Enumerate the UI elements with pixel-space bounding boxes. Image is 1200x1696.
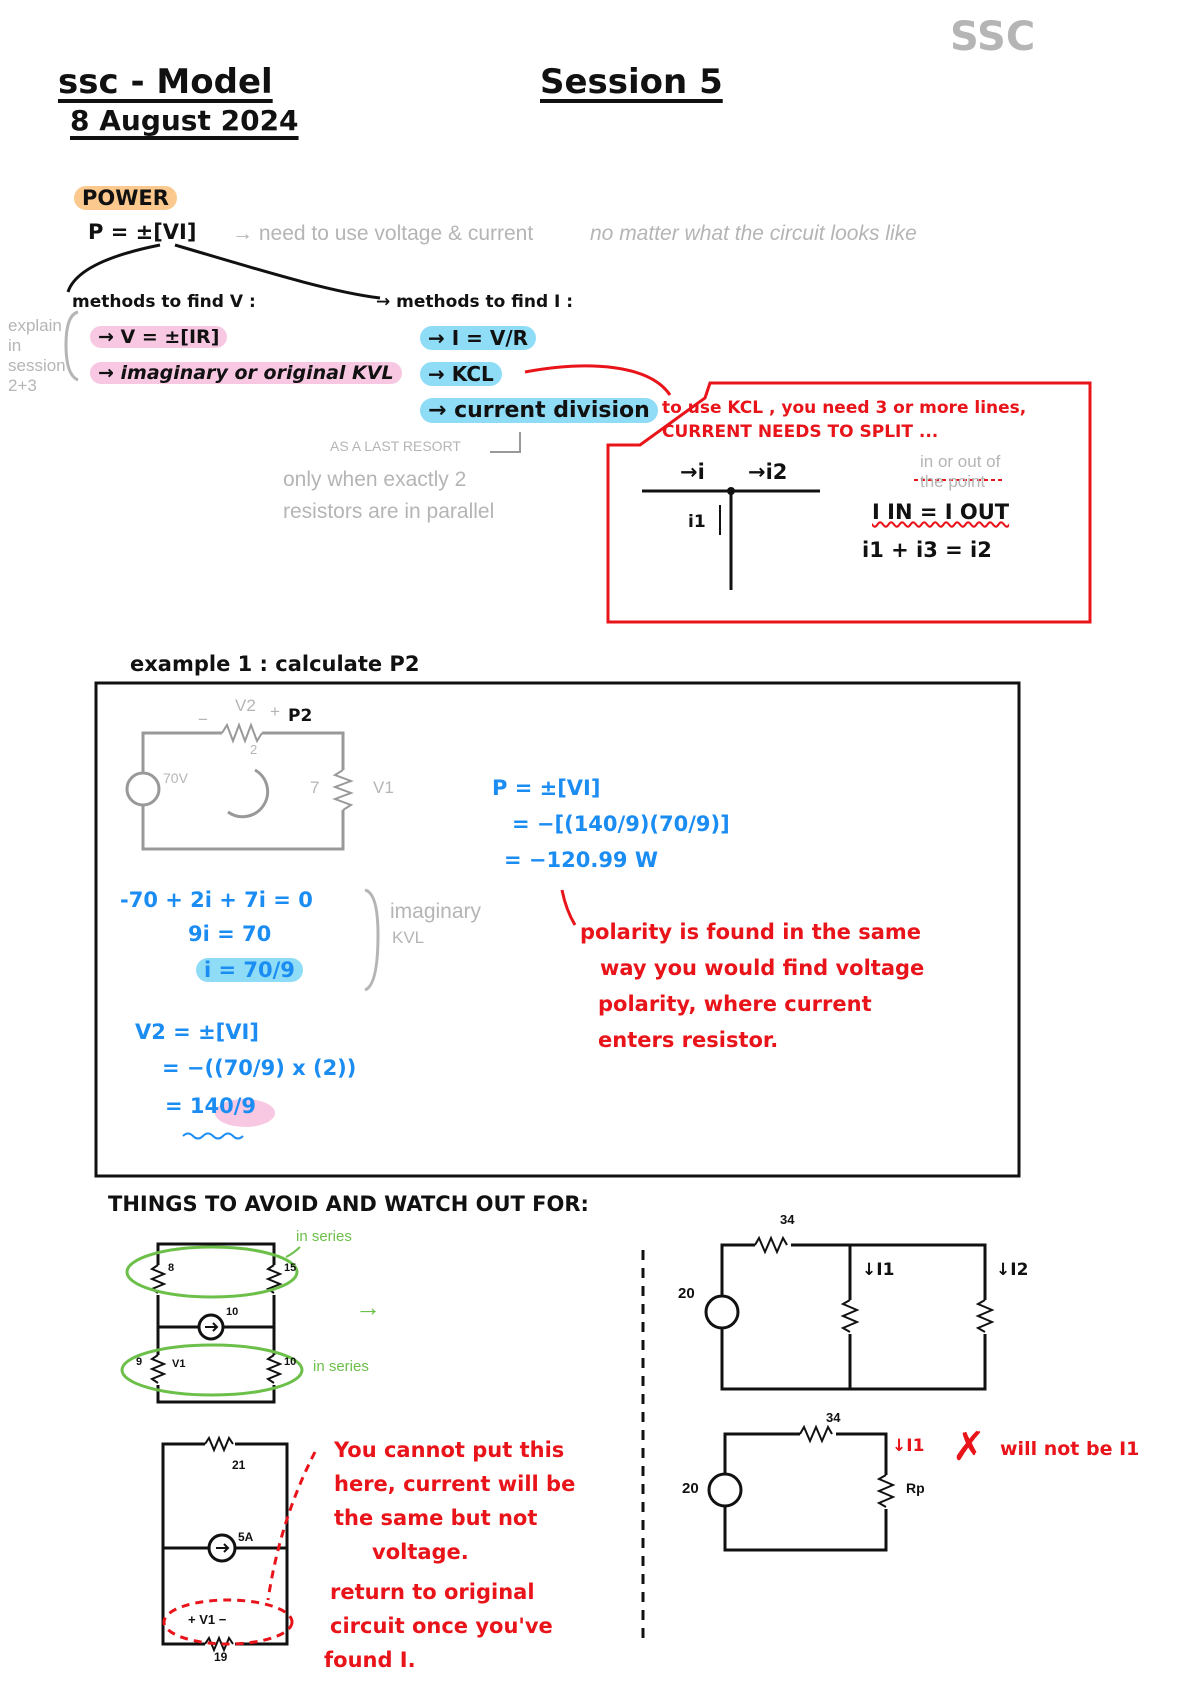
in-series-2: in series: [313, 1358, 369, 1375]
current-division-note-2: resistors are in parallel: [283, 500, 495, 523]
warning-2: here, current will be: [334, 1472, 576, 1496]
corner-label: SSC: [950, 14, 1036, 60]
kcl-label-i: →i: [680, 460, 705, 484]
current-division-note-1: only when exactly 2: [283, 468, 467, 491]
power-formula: P = ±[VI]: [88, 220, 197, 244]
example-box: [94, 681, 1021, 1178]
methods-v-item-2: → imaginary or original KVL: [90, 362, 402, 384]
v2-line-3: = 140/9: [165, 1094, 257, 1118]
kvl-line-2: 9i = 70: [188, 922, 272, 946]
c3-r34: 34: [780, 1212, 795, 1227]
methods-i-item-2: → KCL: [420, 362, 502, 386]
methods-v-title: methods to find V :: [72, 292, 256, 312]
last-resort: AS A LAST RESORT: [330, 438, 461, 454]
c1-r9: 9: [136, 1356, 143, 1368]
kcl-eq-1: I IN = I OUT: [872, 500, 1010, 524]
power-heading: POWER: [74, 186, 177, 210]
polarity-note-1: polarity is found in the same: [580, 920, 922, 944]
c2-r19: 19: [214, 1650, 228, 1664]
warning-1: You cannot put this: [334, 1438, 565, 1462]
polarity-note-3: polarity, where current: [598, 992, 872, 1016]
last-resort-pointer: [490, 432, 521, 453]
c3-i1: ↓I1: [862, 1260, 895, 1280]
c2-v1: + V1 −: [188, 1612, 227, 1627]
c1-r15: 15: [284, 1262, 297, 1274]
c3-i2: ↓I2: [996, 1260, 1029, 1280]
avoid-circuit-4: [723, 1432, 888, 1552]
avoid-arrow: →: [355, 1292, 381, 1322]
c4-src: 20: [682, 1480, 699, 1497]
kcl-eq-2: i1 + i3 = i2: [862, 538, 992, 562]
in-series-1: in series: [296, 1228, 352, 1245]
methods-v-side-note: explain in session 2+3: [8, 316, 66, 395]
x-note: will not be I1: [1000, 1438, 1140, 1460]
kvl-note-1: imaginary: [390, 900, 482, 923]
methods-i-item-1: → I = V/R: [420, 326, 537, 350]
v2-line-2: = −((70/9) x (2)): [162, 1056, 357, 1080]
power-note-1: → need to use voltage & current: [232, 222, 534, 245]
p-line-2: = −[(140/9)(70/9)]: [512, 812, 730, 836]
ex-source: 70V: [163, 770, 188, 786]
ex-v2: V2: [235, 696, 256, 715]
c1-v1: V1: [172, 1358, 186, 1370]
ex-p2: P2: [288, 706, 313, 726]
kcl-label-i2: →i2: [748, 460, 788, 484]
kvl-line-3: i = 70/9: [196, 958, 303, 982]
methods-i-item-3: → current division: [420, 398, 658, 423]
kcl-in-out-2: the point: [920, 472, 986, 491]
red-arrow-kcl: [524, 364, 672, 396]
ex-r2: 2: [250, 742, 258, 757]
ex-minus: −: [198, 710, 208, 729]
avoid-circuit-1: [156, 1242, 276, 1404]
arrow-to-methods-v: [66, 243, 161, 293]
c3-src: 20: [678, 1285, 695, 1302]
warning-6: circuit once you've: [330, 1614, 553, 1638]
kcl-label-i1: i1: [688, 512, 706, 532]
polarity-note-4: enters resistor.: [598, 1028, 779, 1052]
c1-r10: 10: [284, 1356, 297, 1368]
kvl-note-2: KVL: [392, 928, 425, 947]
v2-line-1: V2 = ±[VI]: [135, 1020, 259, 1044]
warning-7: found I.: [324, 1648, 416, 1672]
c4-rp: Rp: [906, 1480, 925, 1496]
kcl-in-out-1: in or out of: [920, 452, 1001, 471]
avoid-title: THINGS TO AVOID AND WATCH OUT FOR:: [108, 1192, 589, 1216]
c2-r21: 21: [232, 1458, 246, 1472]
warning-4: voltage.: [372, 1540, 469, 1564]
session-title: Session 5: [540, 62, 723, 102]
ex-v1: V1: [373, 778, 394, 797]
p-line-3: = −120.99 W: [504, 848, 659, 872]
power-note-2: no matter what the circuit looks like: [590, 222, 917, 245]
c4-r34: 34: [826, 1410, 841, 1425]
kcl-box: [606, 381, 1092, 624]
kvl-line-1: -70 + 2i + 7i = 0: [120, 888, 313, 912]
warning-3: the same but not: [334, 1506, 538, 1530]
course-title: ssc - Model: [58, 62, 273, 102]
x-mark-icon: ✗: [952, 1425, 986, 1469]
kcl-line-2: CURRENT NEEDS TO SPLIT ...: [662, 422, 939, 442]
kcl-line-1: to use KCL , you need 3 or more lines,: [662, 398, 1027, 418]
c1-r8: 8: [168, 1262, 175, 1274]
methods-i-title: → methods to find I :: [376, 292, 574, 312]
c1-src: 10: [226, 1306, 239, 1318]
ex-r7: 7: [310, 778, 320, 797]
ex-plus: +: [270, 702, 280, 721]
brace-grey: [64, 310, 79, 382]
c4-i1: ↓I1: [892, 1436, 925, 1456]
polarity-note-2: way you would find voltage: [600, 956, 925, 980]
arrow-to-methods-i: [174, 243, 381, 300]
p-line-1: P = ±[VI]: [492, 776, 601, 800]
methods-v-item-1: → V = ±[IR]: [90, 326, 228, 348]
example-title: example 1 : calculate P2: [130, 652, 420, 676]
warning-5: return to original: [330, 1580, 535, 1604]
c2-src: 5A: [238, 1530, 254, 1544]
session-date: 8 August 2024: [70, 104, 299, 137]
